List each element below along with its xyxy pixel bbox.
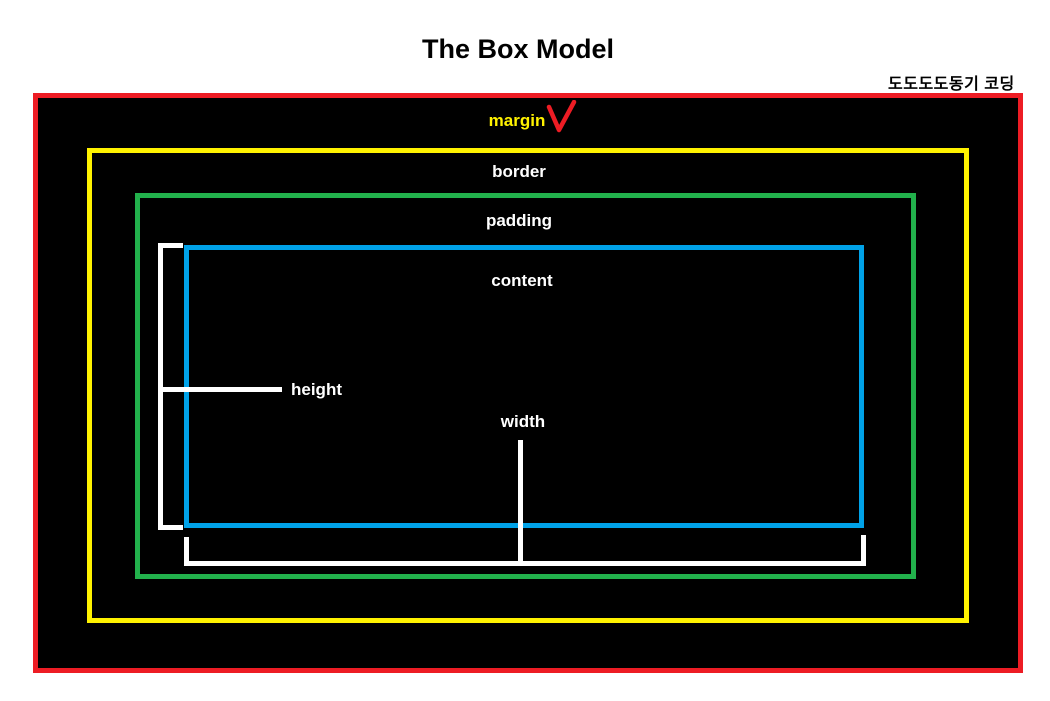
margin-label: margin bbox=[488, 111, 546, 130]
watermark-text: 도도도도동기 코딩 bbox=[888, 76, 1015, 93]
padding-label: padding bbox=[485, 211, 553, 230]
width-bracket-line bbox=[184, 561, 866, 566]
border-label: border bbox=[492, 162, 546, 181]
width-label: width bbox=[500, 412, 546, 431]
height-bracket-line bbox=[158, 243, 163, 530]
content-box bbox=[184, 245, 864, 528]
red-checkmark-icon bbox=[544, 99, 578, 141]
height-bracket-top-tick bbox=[158, 243, 183, 248]
height-pointer-line bbox=[158, 387, 282, 392]
page-title: The Box Model bbox=[421, 34, 615, 64]
width-pointer-line bbox=[518, 440, 523, 566]
height-label: height bbox=[291, 380, 342, 399]
content-label: content bbox=[491, 271, 553, 290]
width-bracket-right-tick bbox=[861, 535, 866, 566]
width-bracket-left-tick bbox=[184, 537, 189, 566]
border-box bbox=[87, 148, 969, 623]
padding-box bbox=[135, 193, 916, 579]
height-bracket-bottom-tick bbox=[158, 525, 183, 530]
watermark-clip: 도도도도동기 코딩 bbox=[888, 75, 1033, 97]
